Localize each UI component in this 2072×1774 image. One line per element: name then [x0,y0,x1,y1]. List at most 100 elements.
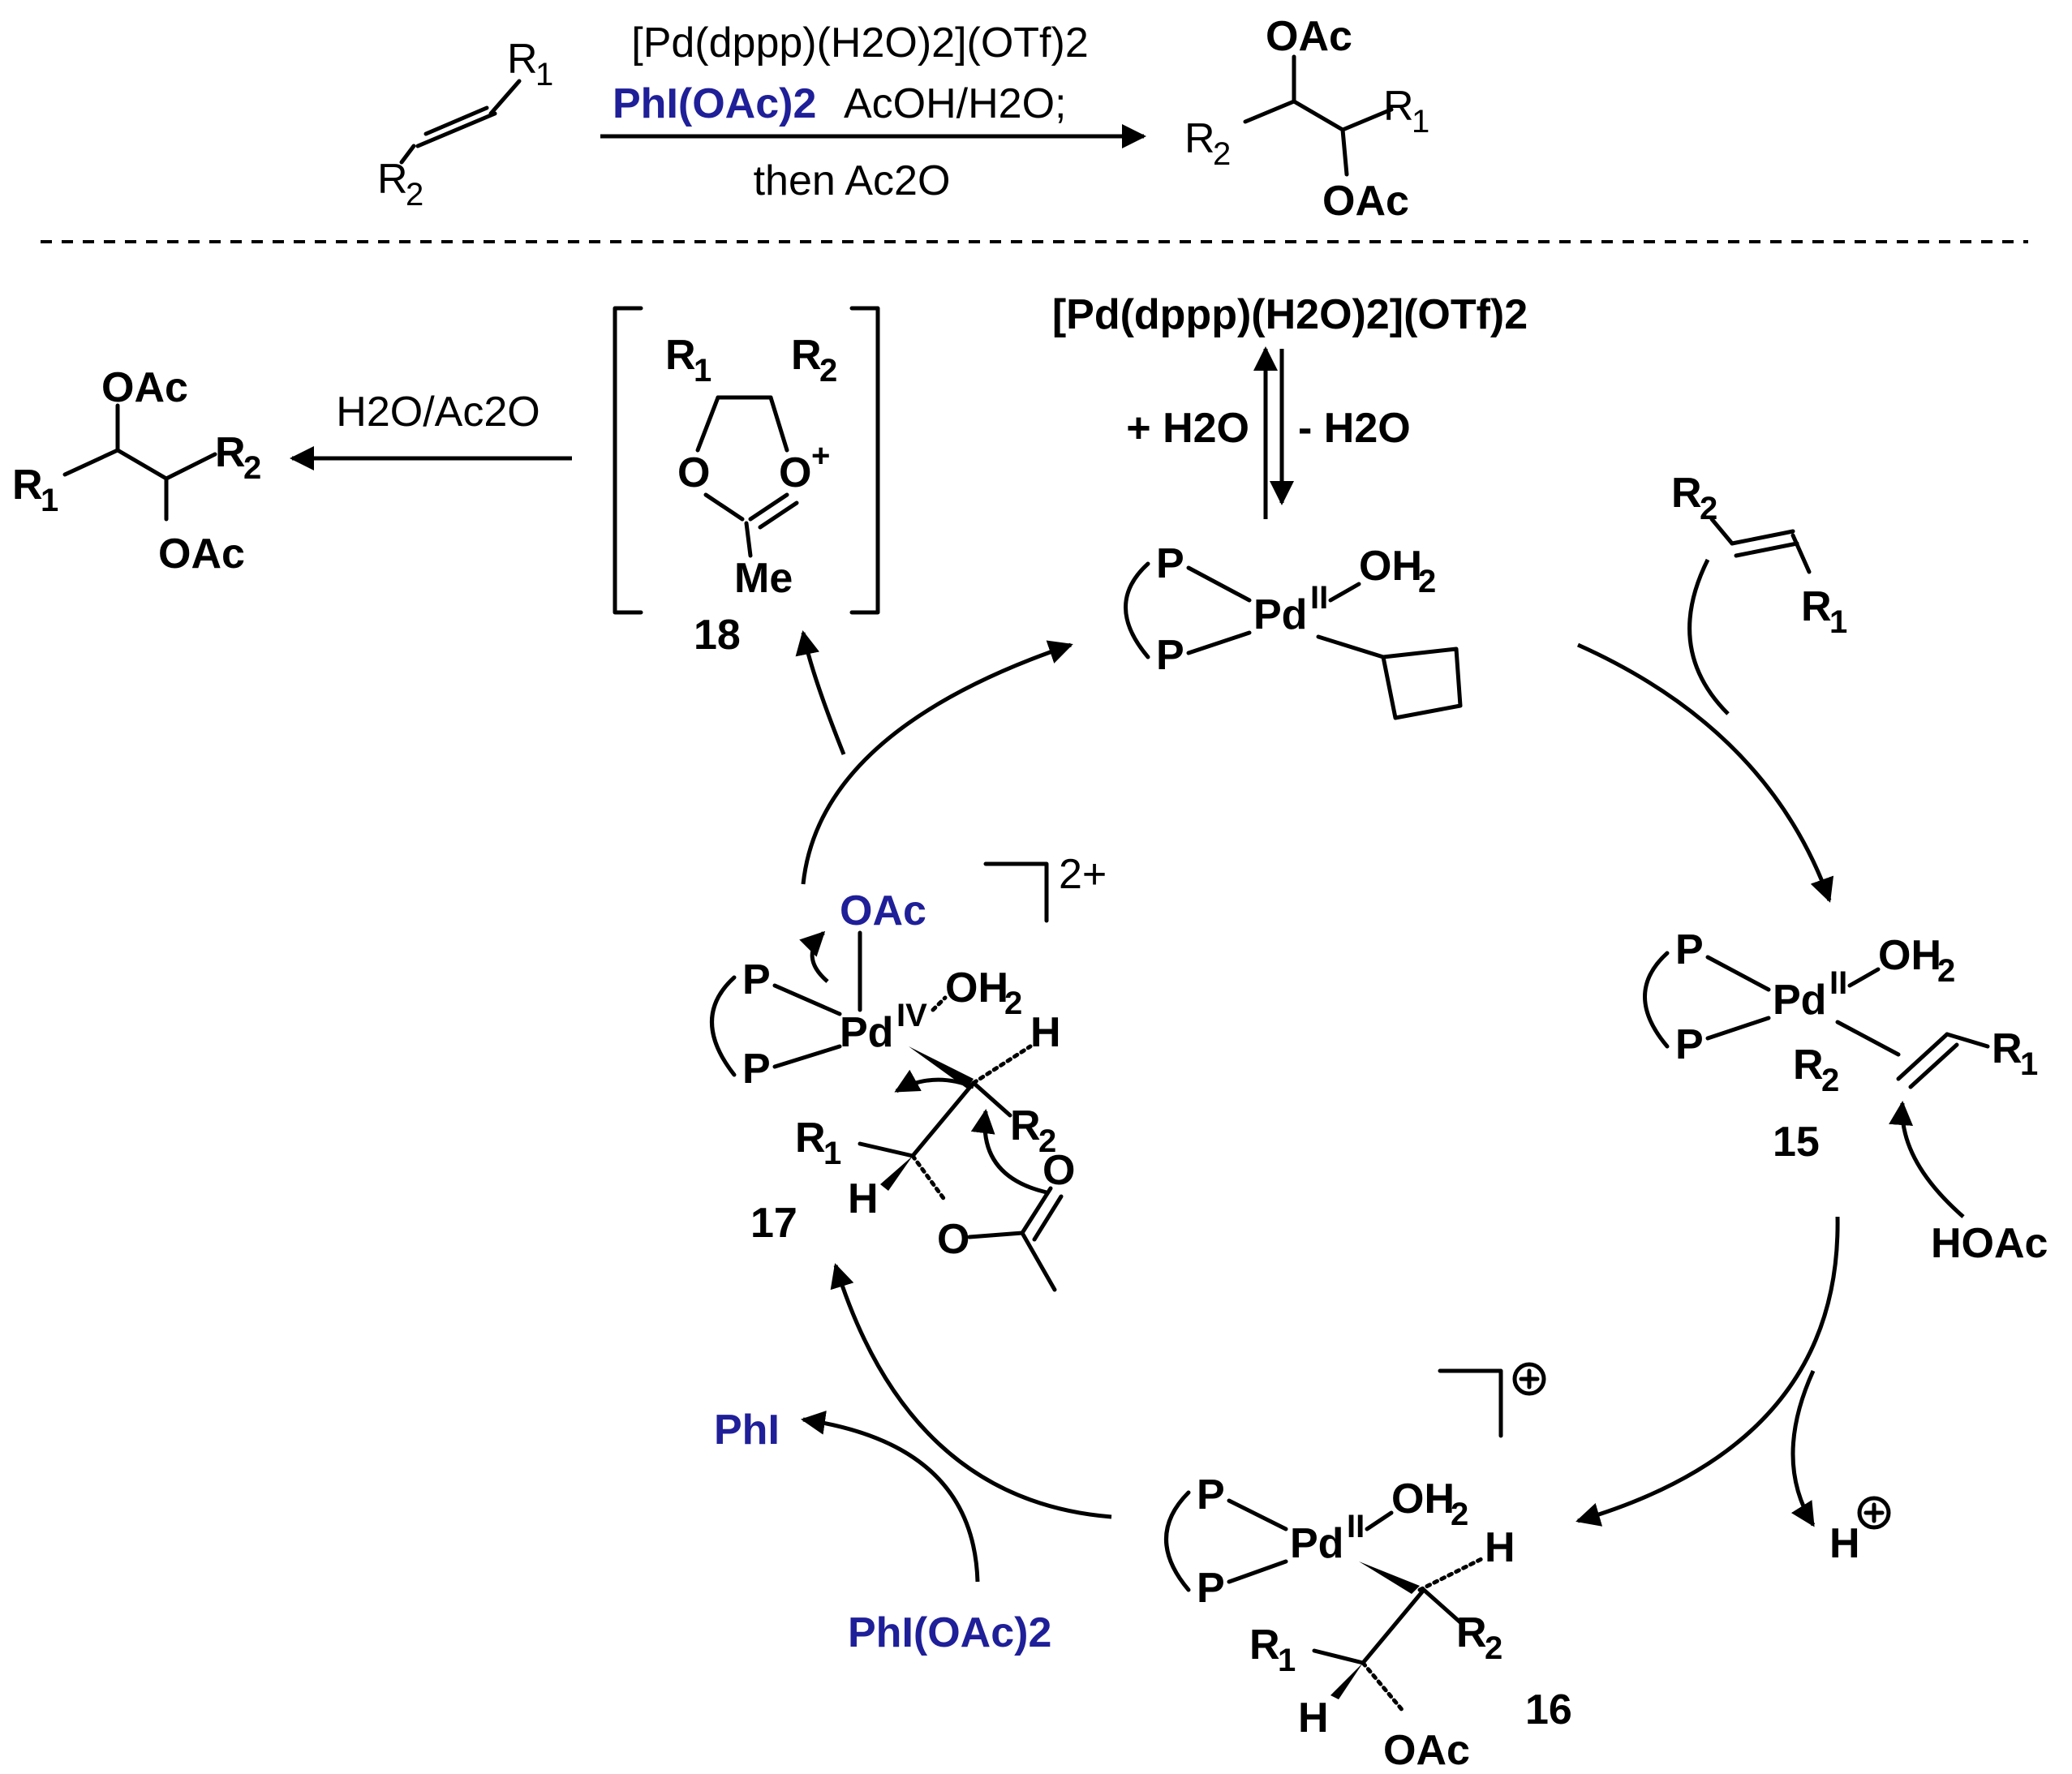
svg-text:H: H [1298,1695,1329,1742]
svg-text:R: R [1383,83,1414,130]
oac-leaving: OAc [840,887,926,934]
svg-text:R: R [1184,115,1215,162]
svg-text:OH: OH [1359,543,1422,590]
svg-text:2: 2 [1451,1497,1468,1532]
r2-label: R [377,156,408,203]
svg-text:OH: OH [1878,932,1941,979]
svg-text:1: 1 [41,483,58,518]
oxidant-step: PhI PhI(OAc)2 [714,1407,1051,1656]
hoac-attack: HOAc [1889,1101,2048,1267]
svg-text:P: P [1156,632,1184,679]
r1-label: R [507,36,538,83]
svg-text:2: 2 [1213,136,1231,172]
svg-text:P: P [1675,926,1704,973]
catalyst-precursor: [Pd(dppp)(H2O)2](OTf)2 [1052,291,1528,338]
complex-16: P P Pd II OH 2 H R 2 R 1 H OAc 16 [1164,1362,1572,1774]
cycle-product: H2O/Ac2O OAc OAc R 2 R 1 [12,364,572,578]
svg-text:1: 1 [823,1136,841,1171]
svg-text:2: 2 [1038,1123,1056,1159]
svg-text:OAc: OAc [158,530,245,578]
workup-text: then Ac2O [754,157,951,204]
svg-text:II: II [1829,965,1847,1001]
h2o-ac2o-label: H2O/Ac2O [336,389,539,436]
svg-text:1: 1 [1278,1643,1296,1678]
svg-text:2: 2 [406,177,423,213]
pd-aqua-complex: P P Pd II OH 2 [1124,540,1463,720]
svg-text:1: 1 [1412,104,1429,140]
svg-text:IV: IV [896,998,927,1033]
svg-text:+: + [811,438,830,474]
top-reaction: R 1 R 2 [Pd(dppp)(H2O)2](OTf)2 PhI(OAc)2… [377,13,1429,225]
complex-17: P P Pd IV OAc OH 2 H R 2 R 1 H O O 17 [710,851,1107,1292]
svg-text:Pd: Pd [1253,591,1307,638]
svg-text:OAc: OAc [1383,1727,1470,1774]
svg-text:P: P [1156,540,1184,587]
proton-label: H [1829,1520,1860,1567]
incoming-alkene: R 2 R 1 [1671,470,1847,715]
catalyst-text: [Pd(dppp)(H2O)2](OTf)2 [631,19,1089,67]
svg-text:II: II [1310,580,1328,616]
label-18: 18 [694,612,741,659]
svg-text:O: O [677,449,710,496]
svg-text:2: 2 [819,353,837,389]
phi-oac2-label: PhI(OAc)2 [848,1609,1051,1656]
svg-text:H: H [1030,1009,1061,1056]
svg-text:1: 1 [694,353,711,389]
svg-text:P: P [742,1046,771,1093]
svg-text:H: H [848,1175,879,1222]
intermediate-18: R 1 R 2 O O + Me 18 [613,306,880,659]
complex-15: P P Pd II OH 2 R 1 R 2 15 [1643,926,2038,1166]
svg-text:2: 2 [1821,1063,1839,1098]
svg-text:Pd: Pd [1290,1520,1343,1567]
svg-text:O: O [937,1216,969,1263]
svg-text:R: R [1671,470,1702,517]
svg-text:2: 2 [1700,491,1717,526]
svg-text:1: 1 [535,57,553,92]
label-15: 15 [1773,1119,1820,1166]
svg-text:R: R [215,429,246,476]
svg-text:R: R [12,462,43,509]
catalyst-entry: [Pd(dppp)(H2O)2](OTf)2 + H2O - H2O [1052,291,1528,519]
proton-release: H [1790,1369,1891,1567]
svg-text:1: 1 [1829,604,1847,640]
oac-top: OAc [1266,13,1352,60]
svg-text:R: R [1801,583,1832,630]
svg-text:2: 2 [1485,1630,1502,1666]
svg-text:OH: OH [945,964,1008,1012]
starting-alkene: R 1 R 2 [377,36,553,213]
svg-text:2: 2 [243,450,261,486]
svg-text:2: 2 [1937,953,1955,989]
label-17: 17 [750,1200,797,1247]
svg-text:R: R [665,332,696,379]
svg-text:OAc: OAc [101,364,188,411]
product-diacetate: OAc OAc R 1 R 2 [1184,13,1429,225]
svg-text:R: R [1992,1025,2023,1072]
svg-text:R: R [1456,1609,1487,1656]
svg-text:P: P [1197,1565,1225,1612]
svg-text:2: 2 [1418,564,1436,599]
svg-text:R: R [1793,1042,1824,1089]
svg-text:OH: OH [1391,1475,1455,1523]
svg-text:Me: Me [734,555,793,602]
svg-text:Pd: Pd [1773,977,1826,1024]
svg-text:R: R [791,332,822,379]
oxidant-text: PhI(OAc)2 [613,80,816,127]
plus-water: + H2O [1126,405,1249,452]
svg-text:1: 1 [2020,1046,2038,1082]
svg-text:O: O [779,449,811,496]
svg-text:II: II [1347,1509,1365,1544]
svg-text:R: R [795,1115,826,1162]
svg-text:P: P [1675,1021,1704,1068]
svg-text:Pd: Pd [840,1009,893,1056]
svg-text:2: 2 [1004,986,1022,1021]
svg-text:H: H [1485,1524,1515,1571]
solvent-text: AcOH/H2O; [844,80,1067,127]
svg-text:O: O [1042,1147,1075,1194]
hoac-label: HOAc [1931,1220,2048,1267]
svg-text:R: R [1249,1622,1280,1669]
cycle-arrows [795,630,1840,1527]
oac-bottom: OAc [1322,178,1409,225]
conditions-line: PhI(OAc)2 AcOH/H2O; [613,80,1067,127]
svg-text:P: P [742,956,771,1003]
